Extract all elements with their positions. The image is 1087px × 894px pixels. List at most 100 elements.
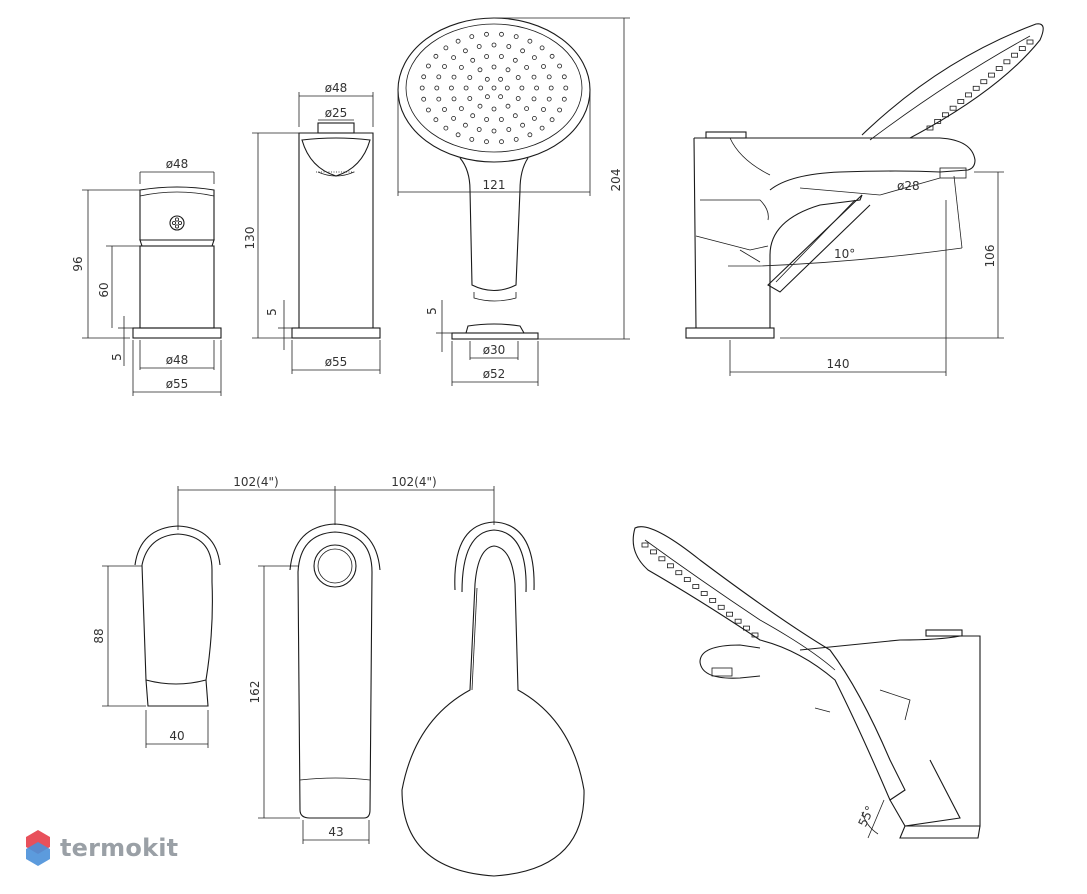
dim-handle-width: 40 xyxy=(169,729,184,743)
nozzle xyxy=(524,65,529,70)
nozzle xyxy=(491,106,497,112)
nozzle xyxy=(448,85,454,91)
nozzle xyxy=(743,625,750,631)
nozzle xyxy=(484,139,489,145)
nozzle xyxy=(425,63,431,69)
perspective-view: 55° xyxy=(632,526,981,839)
nozzle xyxy=(484,94,490,100)
nozzle xyxy=(419,85,425,91)
nozzle xyxy=(700,591,708,596)
nozzle xyxy=(458,65,464,70)
nozzle xyxy=(548,85,554,91)
nozzle xyxy=(477,103,483,109)
nozzle xyxy=(476,44,482,49)
nozzle xyxy=(451,116,457,121)
dim-mixer-body-height: 60 xyxy=(97,282,111,297)
nozzle xyxy=(549,53,555,59)
nozzle xyxy=(534,85,539,91)
dim-shower-plate-height: 5 xyxy=(425,307,439,315)
nozzle xyxy=(484,117,490,122)
nozzle xyxy=(470,113,476,119)
hand-shower-front-view: 121 204 5 ø30 ø52 xyxy=(397,17,630,386)
nozzle xyxy=(491,128,497,134)
hand-shower-top-view xyxy=(401,521,585,877)
nozzle xyxy=(433,117,439,123)
nozzle xyxy=(1018,46,1026,51)
cube-logo-icon xyxy=(26,830,50,866)
nozzle xyxy=(527,38,533,44)
nozzle xyxy=(726,611,733,617)
nozzle xyxy=(988,72,995,78)
nozzle xyxy=(491,42,497,48)
nozzle xyxy=(972,85,980,91)
nozzle xyxy=(557,63,562,69)
nozzle xyxy=(546,74,552,80)
nozzle xyxy=(957,99,965,104)
nozzle xyxy=(498,94,504,100)
spout-front-view: ø48 ø25 130 5 ø55 xyxy=(243,81,381,374)
dim-handle-height: 88 xyxy=(92,628,106,643)
dim-mixer-base-dia: ø48 xyxy=(166,353,189,367)
nozzle xyxy=(515,96,521,101)
dim-side-height: 106 xyxy=(983,245,997,268)
nozzle xyxy=(641,542,649,548)
nozzle xyxy=(527,132,533,138)
nozzle xyxy=(462,122,468,128)
dim-spacing-2: 102(4") xyxy=(391,475,436,489)
nozzle xyxy=(926,125,934,131)
nozzle xyxy=(561,96,567,102)
nozzle xyxy=(561,74,567,80)
nozzle xyxy=(965,92,972,98)
nozzle xyxy=(470,57,476,63)
dim-spout-plate-height: 5 xyxy=(265,308,279,316)
dim-shower-head-width: 121 xyxy=(483,178,506,192)
nozzle xyxy=(995,66,1003,71)
nozzle xyxy=(498,117,504,122)
nozzle xyxy=(549,117,555,123)
dim-mixer-height: 96 xyxy=(71,256,85,271)
dim-side-angle: 10° xyxy=(834,247,855,261)
nozzle xyxy=(531,96,537,102)
nozzle xyxy=(506,127,512,132)
nozzle xyxy=(675,570,683,576)
nozzle xyxy=(455,38,461,44)
spray-nozzles xyxy=(419,31,569,145)
nozzle xyxy=(434,85,440,91)
dim-mixer-plate-height: 5 xyxy=(110,353,124,361)
dim-spout-top-dia: ø48 xyxy=(325,81,348,95)
spacing-dimensions: 102(4") 102(4") xyxy=(177,475,495,530)
nozzle xyxy=(463,85,469,91)
nozzle xyxy=(505,67,511,73)
nozzle xyxy=(506,44,512,49)
nozzle xyxy=(1003,59,1011,65)
nozzle xyxy=(541,64,546,69)
nozzle xyxy=(469,34,475,39)
nozzle xyxy=(650,549,657,555)
nozzle xyxy=(451,74,457,80)
dim-spout-front-width: 43 xyxy=(328,825,343,839)
nozzle xyxy=(484,31,489,37)
nozzle xyxy=(1026,39,1034,45)
nozzle xyxy=(425,107,431,113)
nozzle xyxy=(515,75,521,80)
nozzle xyxy=(462,48,468,54)
nozzle xyxy=(436,74,442,80)
nozzle xyxy=(512,113,518,119)
nozzle xyxy=(539,45,545,51)
nozzle xyxy=(477,67,483,73)
nozzle xyxy=(469,136,475,142)
nozzle xyxy=(491,85,497,91)
nozzle xyxy=(532,55,537,60)
nozzle xyxy=(717,604,725,610)
nozzle xyxy=(524,106,529,111)
nozzle xyxy=(499,139,504,145)
dim-holder-angle: 55° xyxy=(856,804,878,829)
nozzle xyxy=(658,556,666,562)
nozzle xyxy=(546,96,552,102)
nozzle xyxy=(499,31,504,37)
nozzle xyxy=(934,119,942,124)
nozzle xyxy=(433,53,439,59)
nozzle xyxy=(455,132,461,138)
nozzle xyxy=(484,76,490,82)
dim-spacing-1: 102(4") xyxy=(233,475,278,489)
